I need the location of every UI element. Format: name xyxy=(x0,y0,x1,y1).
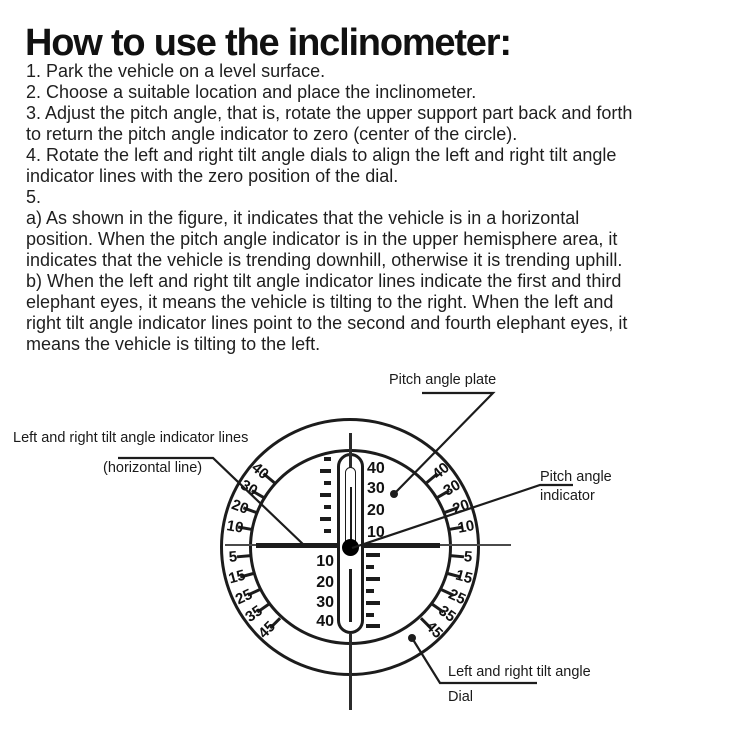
instruction-line: position. When the pitch angle indicator… xyxy=(26,229,618,249)
tilt-angle-label: 5 xyxy=(228,548,239,567)
scale-dash xyxy=(324,481,331,485)
scale-dash xyxy=(320,469,331,473)
page-title: How to use the inclinometer: xyxy=(25,22,512,64)
scale-dash xyxy=(366,589,374,593)
instruction-line: means the vehicle is tilting to the left… xyxy=(26,334,321,354)
instruction-line: elephant eyes, it means the vehicle is t… xyxy=(26,292,614,312)
vertical-crosshair-bottom xyxy=(349,634,352,710)
scale-dash xyxy=(320,493,331,497)
pitch-scale-number: 40 xyxy=(367,460,385,477)
pitch-needle-core xyxy=(349,487,352,545)
tilt-angle-label: 5 xyxy=(462,548,473,567)
label-pitch-angle-plate: Pitch angle plate xyxy=(389,372,497,388)
label-tilt-indicator-lines: Left and right tilt angle indicator line… xyxy=(13,430,249,446)
instruction-line: 4. Rotate the left and right tilt angle … xyxy=(26,145,617,165)
pitch-scale-number: 10 xyxy=(367,524,385,541)
instruction-line: right tilt angle indicator lines point t… xyxy=(26,313,628,333)
label-pitch-angle-indicator-2: indicator xyxy=(540,488,595,504)
tilt-angle-label: 10 xyxy=(225,516,245,537)
scale-dash xyxy=(324,457,331,461)
instruction-line: 5. xyxy=(26,187,42,207)
pitch-scale-number: 20 xyxy=(367,502,385,519)
instruction-line: 3. Adjust the pitch angle, that is, rota… xyxy=(26,103,633,123)
pitch-scale-number: 10 xyxy=(316,553,334,570)
instruction-line: indicates that the vehicle is trending d… xyxy=(26,250,623,270)
instruction-line: 2. Choose a suitable location and place … xyxy=(26,82,477,102)
center-dot xyxy=(342,539,359,556)
pitch-scale-number: 40 xyxy=(316,613,334,630)
scale-dash xyxy=(366,577,380,581)
instruction-steps: 1. Park the vehicle on a level surface.2… xyxy=(26,61,742,355)
scale-dash xyxy=(366,613,374,617)
pitch-scale-number: 30 xyxy=(316,594,334,611)
label-tilt-dial-1: Left and right tilt angle xyxy=(448,664,591,680)
scale-dash xyxy=(366,565,374,569)
instruction-line: 1. Park the vehicle on a level surface. xyxy=(26,61,326,81)
pitch-scale-number: 20 xyxy=(316,574,334,591)
scale-dash xyxy=(366,624,380,628)
scale-dash xyxy=(324,529,331,533)
tilt-angle-label: 10 xyxy=(456,516,476,537)
vertical-crosshair-top xyxy=(349,433,352,470)
scale-dash xyxy=(324,505,331,509)
instruction-line: a) As shown in the figure, it indicates … xyxy=(26,208,580,228)
scale-dash xyxy=(320,517,331,521)
scale-dash xyxy=(366,553,380,557)
tube-lower-line xyxy=(349,569,352,622)
instruction-line: indicator lines with the zero position o… xyxy=(26,166,399,186)
label-tilt-dial-2: Dial xyxy=(448,689,473,705)
instruction-line: b) When the left and right tilt angle in… xyxy=(26,271,622,291)
label-pitch-angle-indicator-1: Pitch angle xyxy=(540,469,612,485)
scale-dash xyxy=(366,601,380,605)
label-horizontal-line: (horizontal line) xyxy=(103,460,203,476)
pitch-scale-number: 30 xyxy=(367,480,385,497)
instruction-line: to return the pitch angle indicator to z… xyxy=(26,124,518,144)
